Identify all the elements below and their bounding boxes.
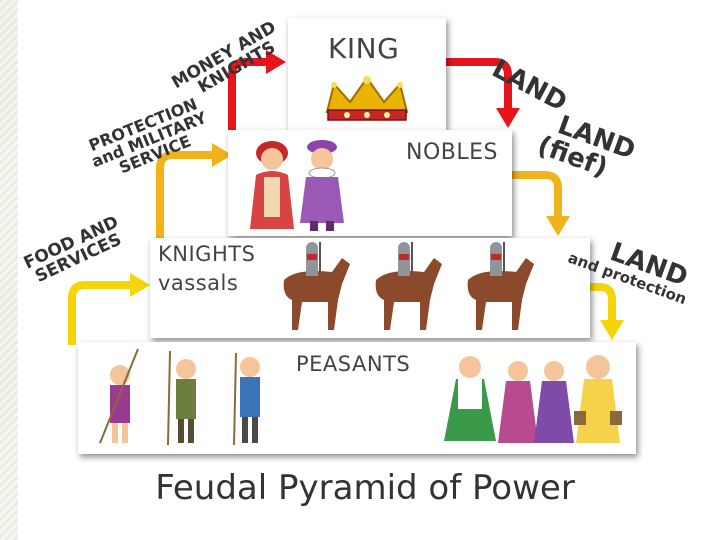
king-label: KING [328, 32, 400, 65]
arrow-down-knights-head [600, 320, 624, 340]
arrow-up-knights [156, 151, 214, 240]
arrow-up-nobles-head [266, 50, 286, 74]
arrow-down-knights [590, 283, 616, 322]
arrow-down-king [440, 58, 512, 110]
arrow-up-peasants [68, 281, 132, 345]
diagram-caption: Feudal Pyramid of Power [155, 468, 575, 508]
knights-on-horses-image [283, 241, 535, 331]
king-box: KING [288, 18, 446, 130]
arrow-up-peasants-head [130, 273, 150, 297]
arrow-down-nobles [512, 171, 562, 218]
peasants-box: PEASANTS [78, 342, 636, 454]
peasants-label: PEASANTS [296, 352, 411, 376]
peasants-image [99, 348, 622, 446]
decorative-edge [0, 0, 18, 540]
crown-icon [325, 76, 409, 121]
nobles-couple-image [250, 140, 344, 231]
nobles-box: NOBLES [228, 130, 512, 236]
nobles-label: NOBLES [406, 140, 498, 165]
arrow-up-knights-head [212, 143, 232, 167]
arrow-down-nobles-head [546, 216, 570, 236]
knights-box: KNIGHTS vassals [150, 238, 590, 338]
vassals-label: vassals [158, 271, 239, 295]
arrow-down-king-head [496, 108, 520, 128]
arrow-up-nobles [228, 58, 268, 130]
knights-label: KNIGHTS [158, 242, 256, 266]
